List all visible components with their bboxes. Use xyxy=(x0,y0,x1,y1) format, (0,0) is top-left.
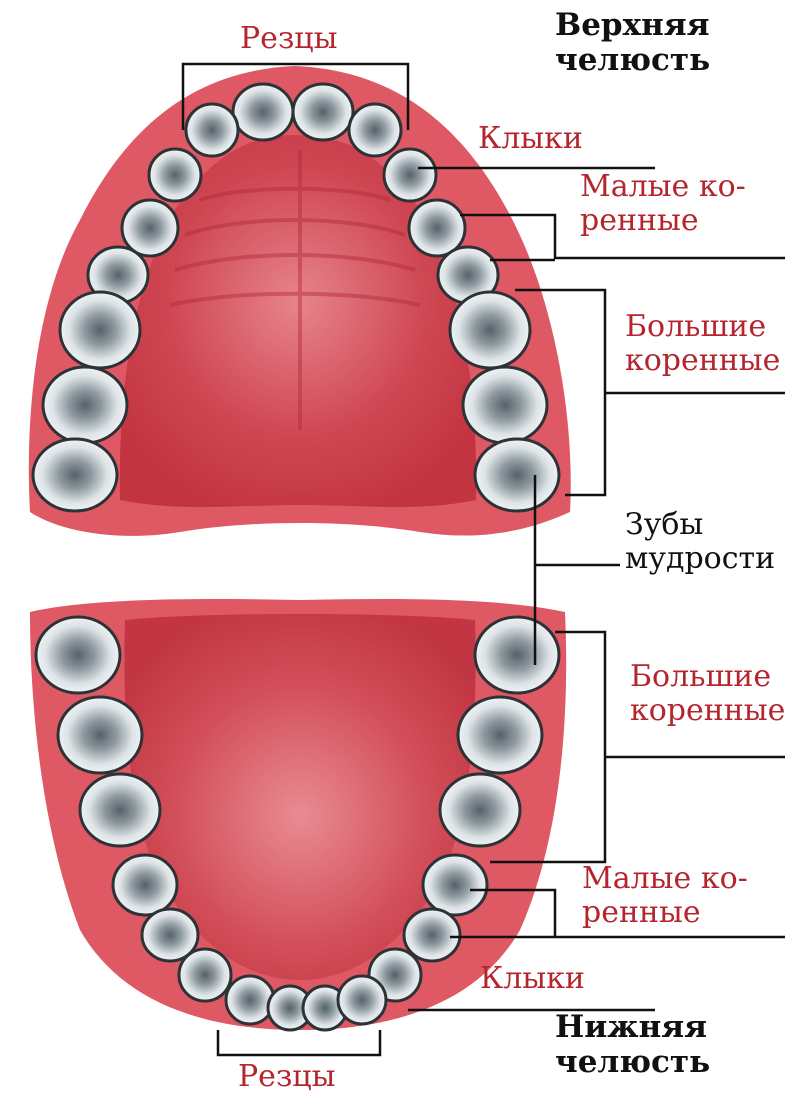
lower-tooth xyxy=(226,976,274,1024)
lower-tooth xyxy=(80,774,160,846)
lower-jaw-title-line2: челюсть xyxy=(555,1045,710,1080)
upper-tooth xyxy=(450,292,530,368)
lower-tooth xyxy=(458,697,542,773)
lower-tooth xyxy=(440,774,520,846)
lower-premolars-line2: ренные xyxy=(582,896,748,930)
lower-tooth xyxy=(179,949,231,1001)
wisdom-teeth-label: Зубы мудрости xyxy=(625,508,775,575)
upper-tooth xyxy=(43,367,127,443)
upper-jaw-title-line2: челюсть xyxy=(555,43,710,78)
upper-tooth xyxy=(122,200,178,256)
lower-molars-line1: Большие xyxy=(630,660,785,694)
lower-jaw-title-line1: Нижняя xyxy=(555,1010,710,1045)
upper-tooth xyxy=(233,84,293,140)
upper-canines-label: Клыки xyxy=(478,122,583,156)
lower-tooth xyxy=(423,855,487,915)
upper-molars-line2: коренные xyxy=(625,344,780,378)
upper-tooth xyxy=(475,439,559,511)
lower-canines-label: Клыки xyxy=(480,962,585,996)
upper-tooth xyxy=(293,84,353,140)
wisdom-teeth-line2: мудрости xyxy=(625,542,775,576)
upper-jaw-title: Верхняя челюсть xyxy=(555,8,710,77)
lower-incisors-label: Резцы xyxy=(238,1060,335,1094)
lower-tooth xyxy=(36,617,120,693)
lower-tooth xyxy=(475,617,559,693)
upper-premolars-label: Малые ко- ренные xyxy=(580,170,746,237)
upper-tooth xyxy=(149,149,201,201)
lower-tooth xyxy=(113,855,177,915)
lower-jaw-title: Нижняя челюсть xyxy=(555,1010,710,1079)
upper-premolars-line1: Малые ко- xyxy=(580,170,746,204)
lower-molars-label: Большие коренные xyxy=(630,660,785,727)
lower-premolars-line1: Малые ко- xyxy=(582,862,748,896)
upper-incisors-label: Резцы xyxy=(240,22,337,56)
upper-tooth xyxy=(349,104,401,156)
upper-jaw-title-line1: Верхняя xyxy=(555,8,710,43)
lower-incisors-bracket xyxy=(218,1030,380,1055)
upper-tooth xyxy=(186,104,238,156)
lower-premolars-label: Малые ко- ренные xyxy=(582,862,748,929)
upper-tooth xyxy=(463,367,547,443)
lower-tooth xyxy=(338,976,386,1024)
upper-molars-label: Большие коренные xyxy=(625,310,780,377)
wisdom-teeth-line1: Зубы xyxy=(625,508,775,542)
upper-tooth xyxy=(60,292,140,368)
lower-tooth xyxy=(404,909,460,961)
lower-molars-line2: коренные xyxy=(630,694,785,728)
upper-premolars-line2: ренные xyxy=(580,204,746,238)
upper-tooth xyxy=(384,149,436,201)
upper-molars-line1: Большие xyxy=(625,310,780,344)
upper-tooth xyxy=(33,439,117,511)
lower-tooth xyxy=(58,697,142,773)
